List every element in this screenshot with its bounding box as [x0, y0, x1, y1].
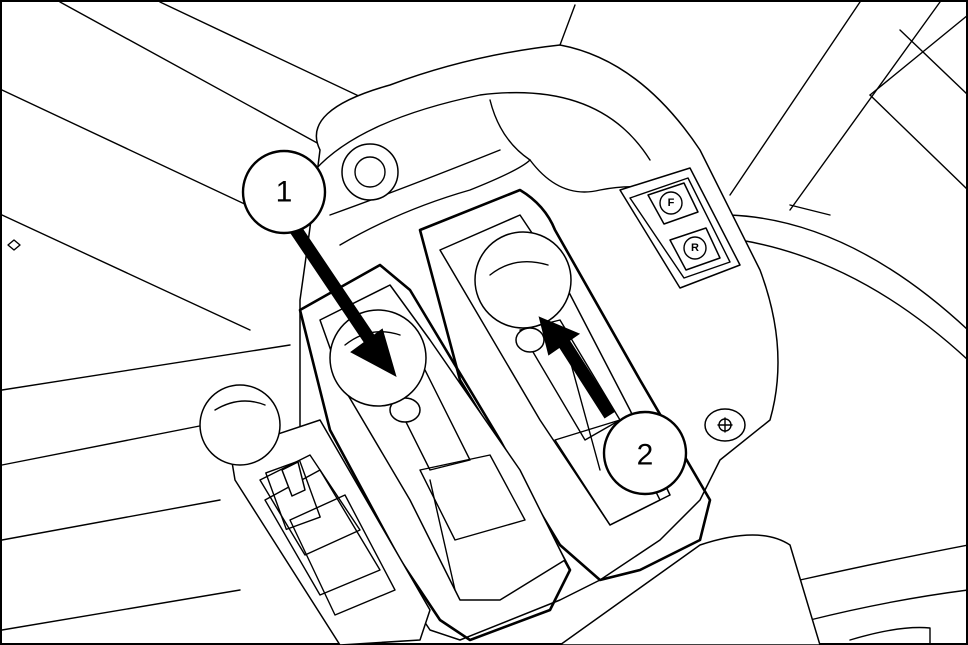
arrow-1 [290, 226, 397, 377]
callout-2: 2 [602, 410, 688, 496]
callout-2-circle [602, 410, 688, 496]
callout-1-circle [241, 149, 327, 235]
callout-2-label: 2 [637, 439, 654, 472]
forward-switch-label: F [668, 197, 675, 209]
left-joystick [199, 384, 431, 645]
reverse-switch-label: R [691, 242, 699, 254]
callout-1: 1 [241, 149, 327, 235]
reverse-switch: R [669, 227, 721, 271]
lever-2-knob [474, 231, 572, 353]
seat-edge [559, 534, 821, 645]
callout-1-label: 1 [276, 176, 293, 209]
arrow-2 [538, 316, 616, 419]
forward-switch: F [647, 182, 699, 225]
fr-switch-panel: F R [619, 167, 741, 289]
